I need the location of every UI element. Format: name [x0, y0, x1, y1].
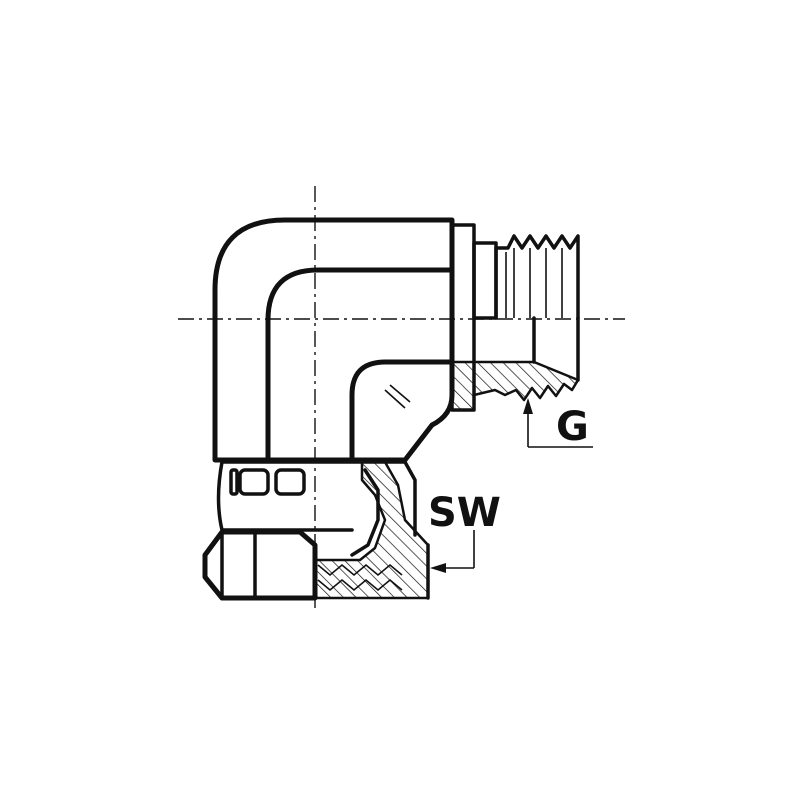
sw-arrowhead	[430, 563, 446, 573]
thread-section-hatch	[450, 360, 580, 412]
o-ring-groove	[472, 241, 498, 320]
nut-knurl-slots	[229, 468, 306, 496]
elbow-inner-bore-line	[265, 267, 455, 463]
nut-seal-detail	[350, 468, 380, 557]
g-arrowhead	[523, 398, 533, 414]
bend-flow-mark-2	[389, 384, 411, 403]
dimension-leaders	[430, 398, 593, 573]
swivel-nut	[202, 460, 430, 601]
wrench-size-label: SW	[428, 490, 501, 536]
elbow-outer-contour	[212, 217, 455, 463]
male-thread-end	[450, 223, 580, 412]
elbow-body	[212, 217, 455, 463]
bend-flow-mark	[384, 389, 406, 409]
elbow-inside-bend	[349, 359, 455, 463]
centerlines	[178, 186, 625, 610]
thread-outline	[494, 234, 580, 320]
nut-neck-outline	[220, 460, 417, 537]
thread-size-label: G	[556, 404, 589, 450]
nut-section-hatch	[313, 460, 430, 600]
nut-internal-thread	[317, 563, 403, 592]
thread-lines	[505, 248, 563, 318]
